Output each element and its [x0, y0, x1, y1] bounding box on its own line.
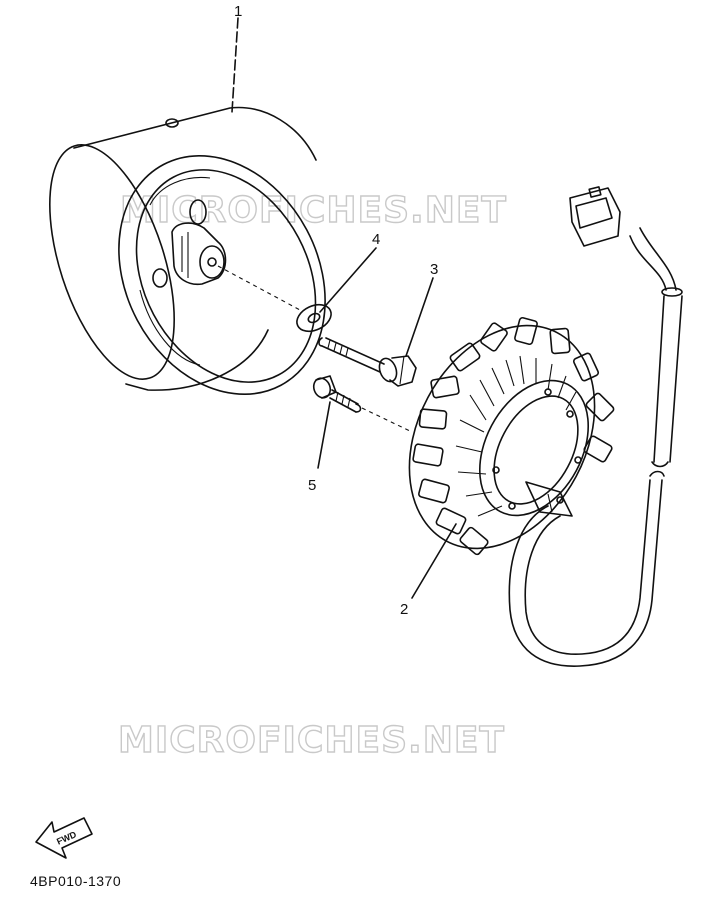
- hex-bolt-part: [318, 337, 417, 387]
- rotor-part: [49, 106, 326, 396]
- diagram-code: 4BP010-1370: [30, 873, 121, 889]
- watermark-top: MICROFICHES.NET: [120, 190, 507, 231]
- stator-part: [408, 316, 615, 556]
- washer-part: [296, 303, 332, 333]
- callout-2: 2: [400, 601, 408, 618]
- leader-lines: [217, 17, 457, 599]
- screw-part: [312, 375, 362, 413]
- watermark-bottom: MICROFICHES.NET: [118, 720, 505, 761]
- forward-arrow-label: FWD: [55, 829, 78, 847]
- callout-1: 1: [234, 3, 242, 20]
- forward-arrow-icon: FWD: [35, 817, 93, 859]
- callout-3: 3: [430, 261, 438, 278]
- callout-5: 5: [308, 477, 316, 494]
- callout-4: 4: [372, 231, 380, 248]
- wiring-harness: [508, 186, 683, 667]
